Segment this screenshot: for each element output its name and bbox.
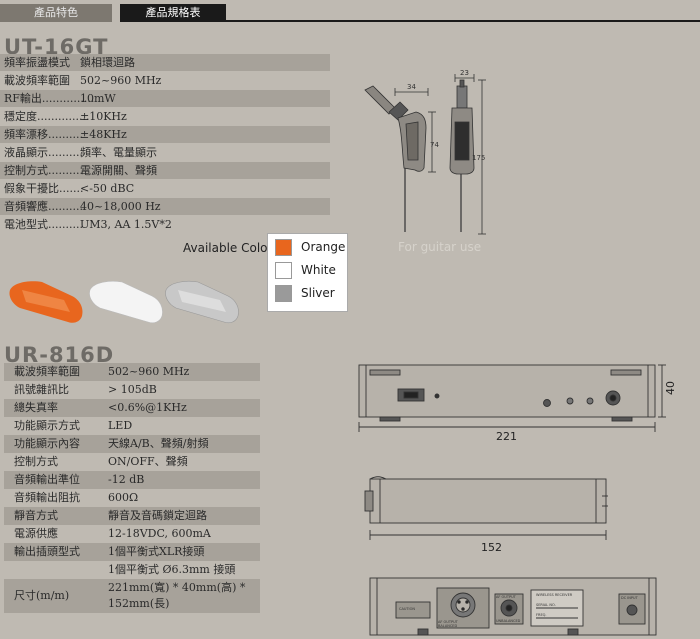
table-row: 電源供應 12-18VDC, 600mA bbox=[4, 525, 260, 543]
spec-value: 靜音及音碼鎖定迴路 bbox=[108, 509, 207, 522]
spec-value: LED bbox=[108, 419, 133, 432]
spec-value: <-50 dBC bbox=[80, 182, 135, 195]
dimension-label: 40 bbox=[664, 381, 677, 395]
spec-key: 輸出插頭型式 bbox=[14, 545, 80, 558]
table-row: 總失真率 <0.6%@1KHz bbox=[4, 399, 260, 417]
spec-value: 1個平衡式XLR接頭 bbox=[108, 545, 205, 558]
spec-value: 電源開關、聲頻 bbox=[80, 164, 157, 177]
dimension-label: 23 bbox=[460, 69, 469, 77]
spec-value: 502~960 MHz bbox=[80, 74, 162, 87]
tab-bar: 產品特色 產品規格表 bbox=[0, 4, 700, 22]
spec-key: 音頻輸出阻抗 bbox=[14, 491, 80, 504]
spec-value: 152mm(長) bbox=[108, 597, 170, 610]
table-row: 控制方式 ON/OFF、聲頻 bbox=[4, 453, 260, 471]
table-row: 功能顯示方式 LED bbox=[4, 417, 260, 435]
spec-key: 訊號雜訊比 bbox=[14, 383, 69, 396]
spec-key: 頻率振盪模式 bbox=[4, 56, 70, 69]
color-swatch bbox=[275, 262, 292, 279]
table-row: RF輸出...............10mW bbox=[0, 90, 330, 107]
panel-label: SERIAL NO. bbox=[536, 603, 556, 607]
usage-note: For guitar use bbox=[398, 240, 482, 254]
dimension-label: 152 bbox=[481, 541, 502, 554]
spec-key: 頻率漂移.......... bbox=[4, 128, 83, 141]
tab-underline bbox=[226, 20, 700, 22]
table-row: 1個平衡式 Ø6.3mm 接頭 bbox=[4, 561, 260, 579]
table-row: 頻率振盪模式鎖相環迴路 bbox=[0, 54, 330, 71]
table-row: 訊號雜訊比 > 105dB bbox=[4, 381, 260, 399]
table-row: 靜音方式 靜音及音碼鎖定迴路 bbox=[4, 507, 260, 525]
available-color-label: Available Color bbox=[183, 241, 273, 255]
spec-key: 總失真率 bbox=[14, 401, 58, 414]
color-label: White bbox=[301, 263, 336, 277]
spec-value: 鎖相環迴路 bbox=[80, 56, 135, 69]
tab-specifications[interactable]: 產品規格表 bbox=[120, 4, 226, 22]
table-row: 電池型式..........UM3, AA 1.5V*2 bbox=[0, 216, 330, 233]
spec-value: ±10KHz bbox=[80, 110, 127, 123]
spec-key: 控制方式.......... bbox=[4, 164, 83, 177]
spec-key: 載波頻率範圍 bbox=[4, 74, 70, 87]
spec-key: 穩定度............... bbox=[4, 110, 90, 123]
spec-key: 功能顯示方式 bbox=[14, 419, 80, 432]
color-swatch bbox=[275, 239, 292, 256]
spec-value: ON/OFF、聲頻 bbox=[108, 455, 188, 468]
color-options-box: Orange White Sliver bbox=[267, 233, 348, 312]
spec-key: 液晶顯示.......... bbox=[4, 146, 83, 159]
panel-label: CAUTION bbox=[399, 607, 415, 611]
spec-value: UM3, AA 1.5V*2 bbox=[80, 218, 172, 231]
color-swatch bbox=[275, 285, 292, 302]
panel-label: BALANCED bbox=[438, 624, 457, 628]
spec-key: 靜音方式 bbox=[14, 509, 58, 522]
spec-key: 電池型式.......... bbox=[4, 218, 83, 231]
spec-key: 假象干擾比....... bbox=[4, 182, 84, 195]
panel-label: WIRELESS RECEIVER bbox=[536, 593, 573, 597]
spec-value: 502~960 MHz bbox=[108, 365, 190, 378]
spec-key: 音頻響應.......... bbox=[4, 200, 83, 213]
spec-value: 10mW bbox=[80, 92, 116, 105]
spec-value: ±48KHz bbox=[80, 128, 127, 141]
dimension-label: 74 bbox=[430, 141, 439, 149]
spec-value: -12 dB bbox=[108, 473, 145, 486]
spec-key: RF輸出............... bbox=[4, 92, 95, 105]
spec-value: <0.6%@1KHz bbox=[108, 401, 187, 414]
color-label: Orange bbox=[301, 240, 346, 254]
panel-label: AF OUTPUT bbox=[496, 595, 517, 599]
spec-key: 電源供應 bbox=[14, 527, 58, 540]
table-row: 液晶顯示..........頻率、電量顯示 bbox=[0, 144, 330, 161]
spec-key: 載波頻率範圍 bbox=[14, 365, 80, 378]
dimension-label: 221 bbox=[496, 430, 517, 443]
spec-value: 12-18VDC, 600mA bbox=[108, 527, 211, 540]
spec-value: 頻率、電量顯示 bbox=[80, 146, 157, 159]
color-label: Sliver bbox=[301, 286, 335, 300]
table-row: 載波頻率範圍 502~960 MHz bbox=[4, 363, 260, 381]
panel-label: UNBALANCED bbox=[496, 619, 521, 623]
table-row: 假象干擾比.......<-50 dBC bbox=[0, 180, 330, 197]
spec-key: 尺寸(m/m) bbox=[14, 589, 70, 602]
spec-key: 音頻輸出準位 bbox=[14, 473, 80, 486]
dimension-label: 175 bbox=[472, 154, 485, 162]
spec-value: 600Ω bbox=[108, 491, 139, 504]
spec-key: 功能顯示內容 bbox=[14, 437, 80, 450]
table-row: 穩定度...............±10KHz bbox=[0, 108, 330, 125]
table-row: 音頻輸出準位 -12 dB bbox=[4, 471, 260, 489]
table-row: 頻率漂移..........±48KHz bbox=[0, 126, 330, 143]
tab-features[interactable]: 產品特色 bbox=[0, 4, 112, 22]
spec-value: 221mm(寬) * 40mm(高) * bbox=[108, 581, 246, 594]
transmitter-color-renders bbox=[9, 280, 239, 324]
panel-label: FREQ. bbox=[536, 613, 547, 617]
table-row: 音頻響應..........40~18,000 Hz bbox=[0, 198, 330, 215]
table-row: 音頻輸出阻抗 600Ω bbox=[4, 489, 260, 507]
table-row: 尺寸(m/m) 221mm(寬) * 40mm(高) * 152mm(長) bbox=[4, 579, 260, 613]
dimension-label: 34 bbox=[407, 83, 416, 91]
table-row: 載波頻率範圍 502~960 MHz bbox=[0, 72, 330, 89]
table-row: 功能顯示內容 天線A/B、聲頻/射頻 bbox=[4, 435, 260, 453]
spec-value: > 105dB bbox=[108, 383, 157, 396]
spec-value: 天線A/B、聲頻/射頻 bbox=[108, 437, 209, 450]
table-row: 控制方式..........電源開關、聲頻 bbox=[0, 162, 330, 179]
panel-label: DC INPUT bbox=[621, 596, 639, 600]
panel-label: AF OUTPUT bbox=[438, 620, 459, 624]
spec-value: 40~18,000 Hz bbox=[80, 200, 161, 213]
spec-key: 控制方式 bbox=[14, 455, 58, 468]
table-row: 輸出插頭型式 1個平衡式XLR接頭 bbox=[4, 543, 260, 561]
spec-value: 1個平衡式 Ø6.3mm 接頭 bbox=[108, 563, 236, 576]
